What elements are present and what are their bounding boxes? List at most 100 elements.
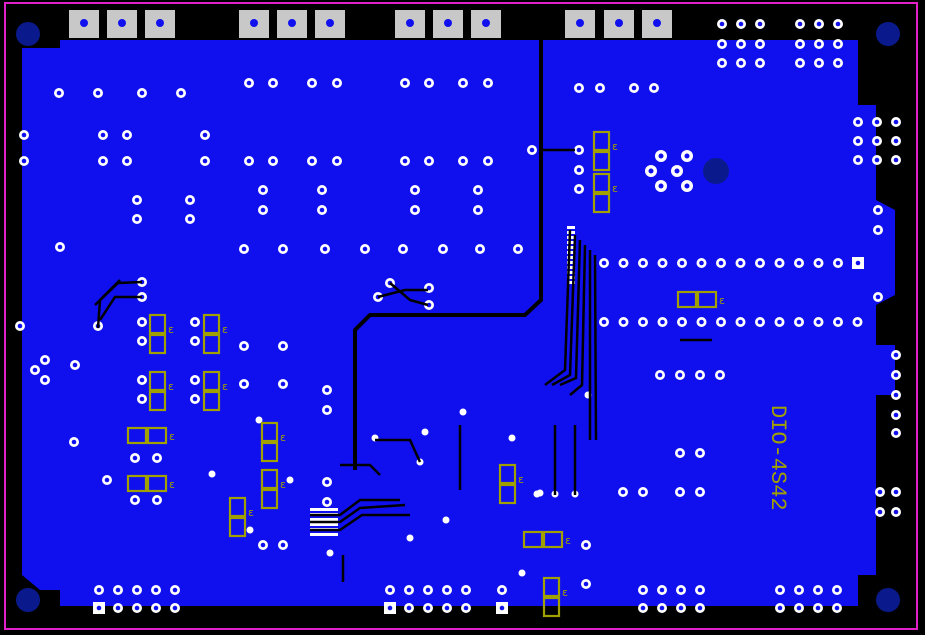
via-hole: [402, 158, 408, 164]
via-hole: [640, 260, 646, 266]
smd-pad: [126, 426, 148, 445]
via-hole: [139, 319, 145, 325]
via-hole: [660, 319, 665, 325]
via-hole: [621, 319, 626, 325]
smd-pad: [592, 192, 611, 214]
via-hole: [796, 319, 802, 325]
via-hole: [677, 450, 683, 456]
via-hole: [515, 246, 521, 252]
via-hole: [877, 509, 883, 515]
via-hole: [96, 587, 102, 593]
via-hole: [319, 207, 325, 213]
via-hole: [324, 387, 330, 393]
via-hole: [412, 187, 418, 193]
smd-pad: [202, 333, 221, 355]
via-hole: [659, 587, 665, 593]
via-hole: [719, 41, 725, 47]
ic-pin: [567, 236, 575, 239]
via-hole: [651, 85, 657, 91]
via-hole: [738, 319, 743, 325]
via-hole: [797, 21, 803, 27]
smd-pad: [260, 441, 279, 463]
via-hole: [260, 187, 266, 193]
via-hole: [100, 158, 106, 164]
via-hole: [132, 497, 138, 503]
via-hole: [796, 605, 802, 611]
via-hole: [855, 319, 860, 325]
via-hole: [677, 372, 683, 378]
via-icon: [208, 470, 216, 478]
via-hole: [241, 246, 247, 252]
via-hole: [834, 587, 840, 593]
via-hole: [797, 60, 803, 66]
via-icon: [246, 526, 254, 534]
via-hole: [460, 80, 466, 86]
via-hole: [96, 605, 102, 611]
via-hole: [425, 587, 431, 593]
silk-marker: ε: [565, 534, 571, 547]
ic-pin: [310, 518, 338, 521]
via-hole: [463, 587, 469, 593]
via-hole: [202, 158, 208, 164]
via-hole: [777, 587, 783, 593]
smd-pad: [676, 290, 698, 309]
via-hole: [648, 168, 654, 174]
via-hole: [835, 319, 841, 325]
via-icon: [576, 19, 584, 27]
silk-marker: ε: [562, 586, 568, 599]
via-icon: [255, 416, 263, 424]
via-hole: [324, 499, 330, 505]
via-hole: [280, 381, 286, 387]
smd-pad-icon: ε: [228, 496, 254, 538]
via-hole: [893, 392, 899, 398]
via-hole: [601, 319, 607, 325]
via-hole: [816, 260, 821, 266]
via-hole: [402, 80, 408, 86]
via-hole: [499, 587, 505, 593]
smd-pad-icon: ε: [522, 530, 571, 549]
silk-marker: ε: [168, 323, 174, 336]
smd-pad: [148, 313, 167, 335]
via-hole: [777, 605, 783, 611]
via-hole: [893, 352, 899, 358]
via-hole: [115, 605, 121, 611]
silk-marker: ε: [248, 506, 254, 519]
via-hole: [719, 60, 725, 66]
via-hole: [324, 479, 330, 485]
smd-pad: [522, 530, 544, 549]
via-hole: [576, 167, 582, 173]
via-hole: [139, 90, 145, 96]
smd-pad: [146, 426, 168, 445]
via-hole: [319, 187, 325, 193]
via-hole: [132, 455, 138, 461]
via-hole: [738, 60, 744, 66]
via-hole: [893, 157, 899, 163]
via-hole: [757, 41, 763, 47]
via-hole: [440, 246, 446, 252]
smd-pad: [498, 463, 517, 485]
via-hole: [583, 542, 589, 548]
via-hole: [855, 119, 861, 125]
via-hole: [697, 605, 703, 611]
via-icon: [326, 549, 334, 557]
smd-pad: [260, 488, 279, 510]
smd-pad: [542, 596, 561, 618]
smd-pad: [202, 313, 221, 335]
via-icon: [326, 19, 334, 27]
smd-pad-icon: ε: [498, 463, 524, 505]
via-hole: [172, 587, 178, 593]
smd-pad-icon: ε: [202, 313, 228, 355]
via-hole: [95, 90, 101, 96]
via-hole: [576, 186, 582, 192]
via-hole: [100, 132, 106, 138]
via-hole: [717, 372, 723, 378]
ground-split-trace: [353, 40, 543, 470]
smd-pad-icon: ε: [126, 474, 175, 493]
via-hole: [153, 587, 159, 593]
via-hole: [674, 168, 680, 174]
smd-pad: [542, 530, 564, 549]
via-hole: [477, 246, 483, 252]
via-hole: [444, 605, 450, 611]
via-hole: [583, 581, 589, 587]
via-hole: [134, 197, 140, 203]
